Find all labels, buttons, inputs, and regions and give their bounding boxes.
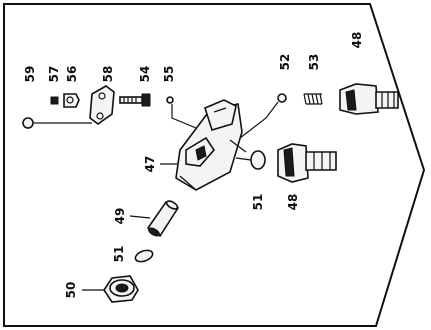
part-48-top-fitting <box>339 83 399 115</box>
part-56-clip <box>63 93 80 108</box>
leader-51-right <box>235 157 252 161</box>
part-57-nut <box>50 96 59 105</box>
part-55-ring <box>166 96 174 104</box>
part-53-spring <box>303 93 323 105</box>
label-59: 59 <box>23 66 37 83</box>
label-55: 55 <box>162 66 176 83</box>
leader-52-47 <box>239 101 279 139</box>
label-51-left: 51 <box>112 246 126 263</box>
part-54-bolt <box>119 93 151 107</box>
label-47: 47 <box>143 156 157 173</box>
part-49-cylinder <box>146 200 180 238</box>
label-53: 53 <box>307 54 321 71</box>
label-54: 54 <box>138 66 152 83</box>
part-52-ball <box>277 93 287 103</box>
label-49: 49 <box>113 208 127 225</box>
label-51-right: 51 <box>251 194 265 211</box>
part-58-bracket <box>89 85 115 125</box>
label-48-top: 48 <box>350 32 364 49</box>
part-59-screw <box>22 117 48 129</box>
label-56: 56 <box>65 66 79 83</box>
part-51-right-ring <box>250 150 266 170</box>
part-48-bottom-fitting <box>277 143 337 183</box>
part-50-cap <box>103 275 139 303</box>
label-52: 52 <box>278 54 292 71</box>
part-51-left-ring <box>134 249 154 263</box>
diagram-frame <box>3 3 426 327</box>
label-57: 57 <box>47 66 61 83</box>
leader-49 <box>129 215 151 219</box>
label-58: 58 <box>101 66 115 83</box>
label-50: 50 <box>64 282 78 299</box>
leader-55-47 <box>171 104 197 129</box>
label-48-bottom: 48 <box>286 194 300 211</box>
part-47-body <box>175 99 247 191</box>
